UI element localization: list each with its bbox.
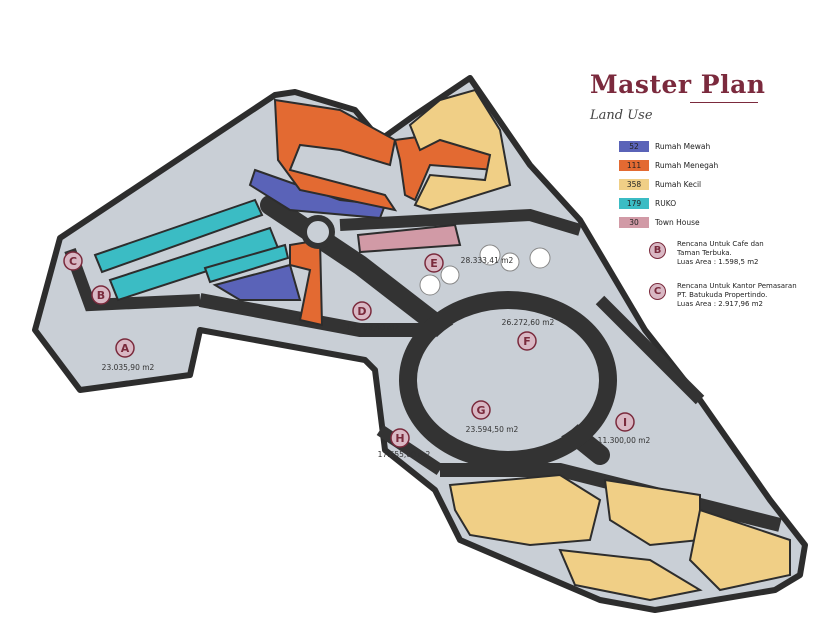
legend-label: Rumah Menegah: [655, 160, 719, 170]
zone-marker-e: E 28.333,41 m2: [424, 253, 514, 273]
legend-swatch: 52: [619, 140, 649, 152]
secondary-road: [339, 208, 582, 236]
ruko-block: [203, 243, 290, 284]
legend-item: 30 Town House: [619, 216, 718, 230]
note-badge-c: C: [649, 283, 666, 300]
zone-letter: B: [97, 289, 105, 302]
zone-marker-b: B: [91, 285, 111, 305]
page-title: Master Plan: [590, 70, 766, 99]
zone-letter: E: [430, 257, 438, 270]
rumah-kecil-block: [408, 88, 512, 212]
zone-letter: A: [121, 342, 130, 355]
legend-label: RUKO: [655, 199, 677, 209]
town-house-block: [356, 223, 462, 254]
note-c: Rencana Untuk Kantor Pemasaran PT. Batuk…: [677, 282, 797, 309]
note-b: Rencana Untuk Cafe dan Taman Terbuka. Lu…: [677, 240, 764, 267]
secondary-road: [595, 295, 705, 405]
legend-swatch: 30: [619, 217, 649, 229]
secondary-road: [198, 293, 430, 337]
legend-item: 358 Rumah Kecil: [619, 177, 718, 191]
legend-label: Rumah Mewah: [655, 141, 711, 151]
rumah-kecil-block: [448, 473, 602, 547]
note-line: Rencana Untuk Kantor Pemasaran: [677, 282, 797, 290]
rumah-kecil-block: [603, 478, 701, 547]
note-line: Luas Area : 2.917,96 m2: [677, 300, 763, 308]
roundabout-center: [418, 310, 598, 450]
note-line: Taman Terbuka.: [677, 249, 732, 257]
secondary-road: [376, 425, 444, 475]
legend-item: 111 Rumah Menegah: [619, 158, 718, 172]
rumah-menegah-block: [273, 98, 398, 212]
zone-area: 14.298,40 m2: [347, 323, 400, 332]
zone-letter: C: [69, 255, 77, 268]
zone-marker-h: H 17.655,00 m2: [378, 428, 431, 459]
legend-swatch: 111: [619, 159, 649, 171]
zone-marker-c: C: [63, 251, 83, 271]
legend-swatch: 358: [619, 178, 649, 190]
zone-marker-f: F 26.272,60 m2: [502, 318, 555, 351]
legend-label: Rumah Kecil: [655, 179, 702, 189]
zone-area: 23.594,50 m2: [466, 425, 519, 434]
zone-letter: H: [395, 432, 404, 445]
legend-item: 52 Rumah Mewah: [619, 139, 718, 153]
rumah-kecil-block: [558, 548, 703, 602]
note-line: PT. Batukuda Propertindo.: [677, 291, 768, 299]
note-line: Luas Area : 1.598,5 m2: [677, 258, 759, 266]
zone-area: 11.300,00 m2: [598, 436, 651, 445]
zone-e-buildings: [419, 244, 551, 296]
zone-marker-a: A 23.035,90 m2: [102, 338, 155, 372]
title-underline: [690, 102, 758, 103]
rumah-mewah-block: [212, 263, 302, 301]
legend: 52 Rumah Mewah 111 Rumah Menegah 358 Rum…: [619, 139, 718, 235]
zone-letter: I: [623, 416, 627, 429]
zone-letter: F: [523, 335, 531, 348]
page-subtitle: Land Use: [590, 108, 653, 123]
note-badge-b: B: [649, 242, 666, 259]
zone-marker-g: G 23.594,50 m2: [466, 400, 519, 434]
zone-area: 23.035,90 m2: [102, 363, 155, 372]
legend-item: 179 RUKO: [619, 197, 718, 211]
zone-marker-i: I 11.300,00 m2: [598, 412, 651, 445]
zone-letter: D: [357, 305, 366, 318]
roundabout-road: [399, 291, 617, 469]
zone-area: 17.655,00 m2: [378, 450, 431, 459]
ruko-block: [93, 198, 264, 274]
zone-area: 26.272,60 m2: [502, 318, 555, 327]
zone-marker-d: D 14.298,40 m2: [347, 301, 400, 332]
secondary-road: [440, 463, 782, 532]
legend-swatch: 179: [619, 198, 649, 210]
rumah-kecil-block: [688, 508, 791, 592]
north-roundabout: [301, 215, 335, 249]
zone-letter: G: [476, 404, 485, 417]
zone-area: 28.333,41 m2: [461, 256, 514, 265]
legend-label: Town House: [655, 218, 700, 228]
note-line: Rencana Untuk Cafe dan: [677, 240, 764, 248]
